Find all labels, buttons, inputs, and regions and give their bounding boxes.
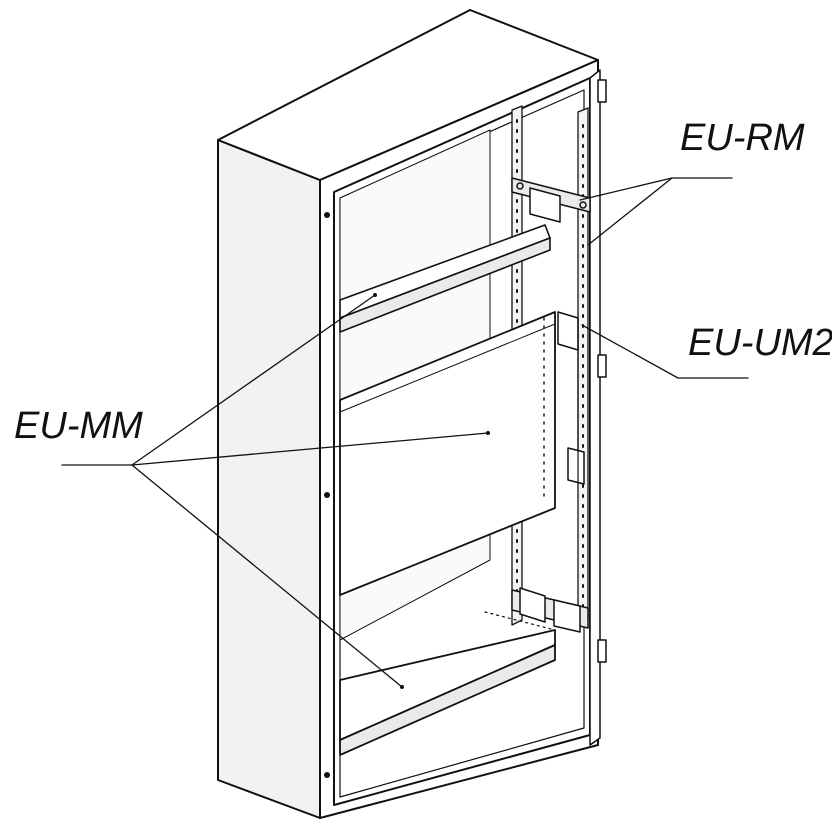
vertical-rail-right <box>577 107 589 626</box>
frame-dots <box>324 212 330 778</box>
mounting-plate-lower <box>339 611 556 756</box>
label-mounting-plate: EU-MM <box>14 405 143 447</box>
leader-lines <box>61 177 749 688</box>
upright-mount <box>557 311 585 485</box>
mounting-plate-upper <box>339 224 551 333</box>
rail-mount-bottom <box>511 587 589 633</box>
label-upright-mount: EU-UM2 <box>688 322 832 364</box>
door-edge <box>589 69 607 746</box>
label-rail-mount: EU-RM <box>680 117 805 159</box>
leader-endpoints <box>373 293 490 689</box>
rail-mount-top <box>511 177 591 223</box>
mounting-plate-middle <box>339 311 556 596</box>
